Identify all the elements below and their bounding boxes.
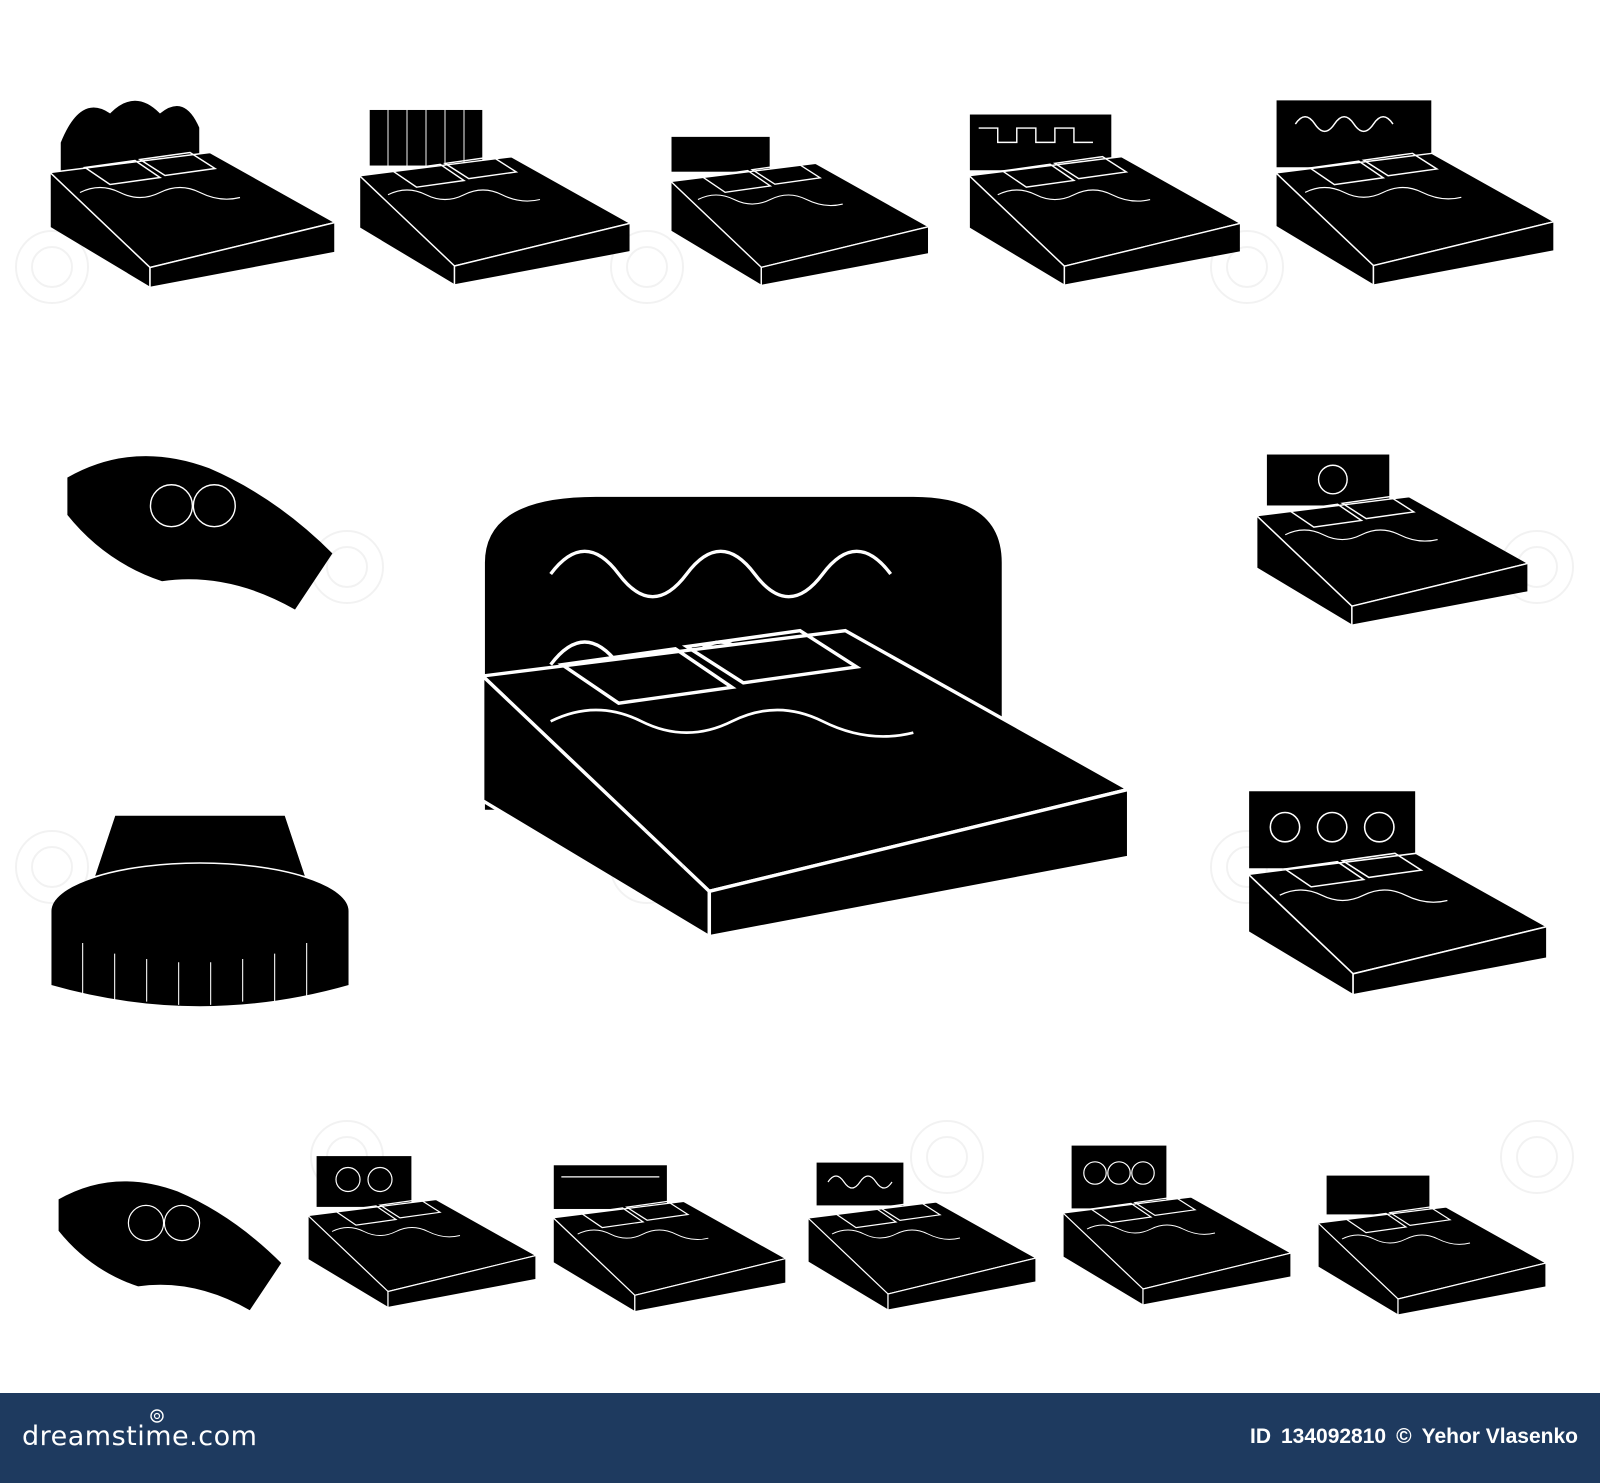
- bed-icon-wave-shaped: [45, 420, 355, 620]
- image-credit: ID 134092810 © Yehor Vlasenko: [1240, 1425, 1578, 1449]
- watermark-footer: dreamstime.com ID 134092810 © Yehor Vlasenk…: [0, 1393, 1600, 1483]
- bed-icon-ornate-iron-tall: [1055, 1125, 1295, 1325]
- bed-icon-cat-cover: [50, 1150, 290, 1320]
- bed-icon-scroll-iron-headboard: [300, 1140, 540, 1315]
- bed-icon-spiral-cover: [1230, 430, 1550, 630]
- brand-swirl-icon: [150, 1409, 164, 1423]
- bed-icon-geometric-headboard: [955, 90, 1250, 290]
- bed-icon-round-pleated: [40, 770, 360, 1020]
- image-id: 134092810: [1280, 1425, 1387, 1448]
- bed-icon-slatted-headboard: [350, 85, 635, 295]
- bed-icon-low-quilted: [1310, 1150, 1550, 1320]
- bed-icon-swirl-headboard-bow: [1265, 85, 1560, 290]
- bed-icon-wrought-iron: [800, 1140, 1040, 1320]
- bed-icon-rose-canopy: [40, 80, 340, 295]
- bed-icon-ornate-large: [460, 470, 1140, 950]
- brand-name: dreamstime.com: [22, 1421, 258, 1452]
- author-name: Yehor Vlasenko: [1421, 1425, 1578, 1448]
- id-label: ID: [1249, 1425, 1271, 1448]
- copyright-symbol: ©: [1396, 1425, 1412, 1448]
- bed-icon-flower-headboard-drawers: [1230, 780, 1560, 1000]
- bed-icon-quilted-pillows: [650, 100, 945, 290]
- bed-icon-hearts-pleated: [545, 1140, 790, 1320]
